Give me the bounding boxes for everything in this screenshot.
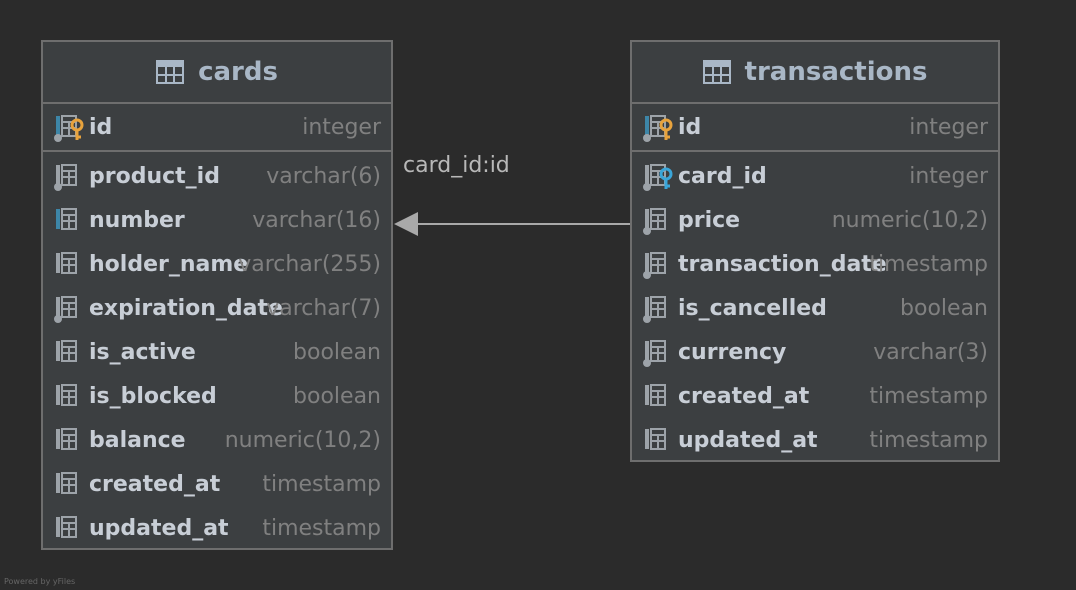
table-header: cards <box>43 42 391 104</box>
column-notnull-icon <box>642 204 674 236</box>
column-type: timestamp <box>869 427 988 453</box>
column-name: updated_at <box>89 515 229 541</box>
column-name: expiration_date <box>89 295 283 321</box>
table-row[interactable]: created_at timestamp <box>43 462 391 506</box>
table-row[interactable]: is_active boolean <box>43 330 391 374</box>
column-index-icon <box>53 204 85 236</box>
column-type: timestamp <box>869 251 988 277</box>
column-name: card_id <box>678 163 767 189</box>
primary-key-section: id integer <box>43 104 391 152</box>
column-name: transaction_date <box>678 251 887 277</box>
column-name: is_cancelled <box>678 295 827 321</box>
column-type: boolean <box>900 295 988 321</box>
column-type: boolean <box>293 383 381 409</box>
column-type: varchar(3) <box>873 339 988 365</box>
table-title: transactions <box>744 57 928 87</box>
relation-label: card_id:id <box>403 153 510 178</box>
column-type: timestamp <box>262 471 381 497</box>
column-type: numeric(10,2) <box>831 207 988 233</box>
table-row[interactable]: created_at timestamp <box>632 374 998 418</box>
column-icon <box>53 248 85 280</box>
column-name: balance <box>89 427 186 453</box>
column-type: numeric(10,2) <box>224 427 381 453</box>
column-name: id <box>89 114 113 140</box>
column-notnull-icon <box>642 336 674 368</box>
column-type: timestamp <box>869 383 988 409</box>
table-row[interactable]: is_blocked boolean <box>43 374 391 418</box>
table-row[interactable]: product_id varchar(6) <box>43 154 391 198</box>
column-type: integer <box>909 114 988 140</box>
table-header: transactions <box>632 42 998 104</box>
column-notnull-icon <box>53 160 85 192</box>
column-icon <box>53 468 85 500</box>
column-name: id <box>678 114 702 140</box>
column-icon <box>53 380 85 412</box>
column-name: product_id <box>89 163 220 189</box>
column-type: varchar(6) <box>266 163 381 189</box>
column-type: boolean <box>293 339 381 365</box>
column-type: integer <box>302 114 381 140</box>
column-notnull-icon <box>53 292 85 324</box>
column-name: updated_at <box>678 427 818 453</box>
primary-key-icon <box>642 111 674 143</box>
column-icon <box>642 424 674 456</box>
watermark: Powered by yFiles <box>4 577 76 586</box>
column-icon <box>53 424 85 456</box>
column-icon <box>642 380 674 412</box>
column-type: varchar(16) <box>252 207 381 233</box>
table-row[interactable]: card_id integer <box>632 154 998 198</box>
column-name: created_at <box>89 471 221 497</box>
column-name: holder_name <box>89 251 249 277</box>
column-notnull-icon <box>642 292 674 324</box>
column-name: number <box>89 207 185 233</box>
column-name: created_at <box>678 383 810 409</box>
column-name: price <box>678 207 741 233</box>
column-type: varchar(255) <box>238 251 381 277</box>
table-row[interactable]: updated_at timestamp <box>632 418 998 462</box>
column-type: integer <box>909 163 988 189</box>
column-name: is_blocked <box>89 383 217 409</box>
column-type: varchar(7) <box>266 295 381 321</box>
table-row[interactable]: balance numeric(10,2) <box>43 418 391 462</box>
table-row[interactable]: id integer <box>43 104 391 150</box>
column-icon <box>53 336 85 368</box>
table-title: cards <box>198 57 278 87</box>
column-notnull-icon <box>642 248 674 280</box>
column-name: currency <box>678 339 787 365</box>
table-cards[interactable]: cards id integer product_id varchar(6) num… <box>41 40 393 550</box>
table-icon <box>156 60 185 84</box>
table-transactions[interactable]: transactions id integer card_id integer pr… <box>630 40 1000 462</box>
table-icon <box>702 60 731 84</box>
table-row[interactable]: is_cancelled boolean <box>632 286 998 330</box>
primary-key-icon <box>53 111 85 143</box>
table-row[interactable]: number varchar(16) <box>43 198 391 242</box>
foreign-key-icon <box>642 160 674 192</box>
primary-key-section: id integer <box>632 104 998 152</box>
relation-arrowhead <box>394 212 418 236</box>
table-row[interactable]: updated_at timestamp <box>43 506 391 550</box>
table-row[interactable]: currency varchar(3) <box>632 330 998 374</box>
column-name: is_active <box>89 339 196 365</box>
column-icon <box>53 512 85 544</box>
table-row[interactable]: price numeric(10,2) <box>632 198 998 242</box>
columns-section: card_id integer price numeric(10,2) transact… <box>632 152 998 462</box>
column-type: timestamp <box>262 515 381 541</box>
table-row[interactable]: id integer <box>632 104 998 150</box>
